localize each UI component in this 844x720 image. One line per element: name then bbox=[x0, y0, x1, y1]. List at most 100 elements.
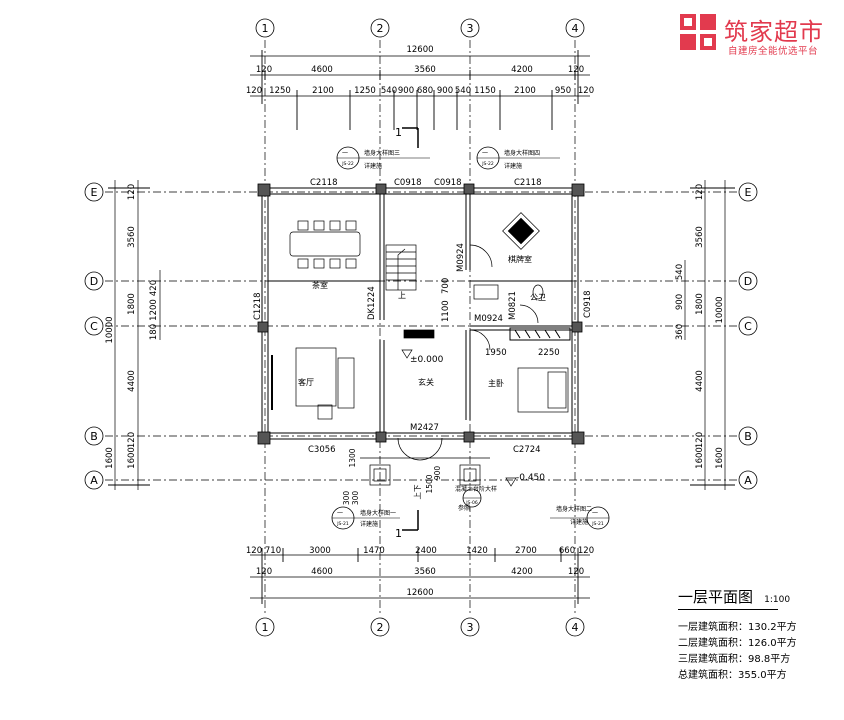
area-line: 二层建筑面积：126.0平方 bbox=[678, 638, 797, 649]
dim-detail: 2100 bbox=[312, 86, 334, 96]
dim-detail: 2700 bbox=[515, 546, 537, 556]
window-label: C0918 bbox=[394, 178, 422, 188]
axis-label: 2 bbox=[377, 22, 384, 35]
dim-detail: 1150 bbox=[474, 86, 496, 96]
dim-edge: 120 bbox=[568, 567, 584, 577]
window-label: C2118 bbox=[310, 178, 338, 188]
entry-dim: 300 bbox=[351, 491, 360, 506]
dim-depth: 1600 bbox=[695, 447, 705, 469]
door-label: 1950 bbox=[485, 348, 507, 358]
dim-small: 120 bbox=[127, 432, 137, 448]
callout-label: 参照 bbox=[458, 504, 470, 512]
dim-detail: 540 bbox=[455, 86, 471, 96]
dim-depth: 1600 bbox=[127, 447, 137, 469]
area-legend: 一层平面图 1:100 一层建筑面积：130.2平方 二层建筑面积：126.0平… bbox=[678, 586, 838, 684]
brand-logo: 筑家超市 自建房全能优选平台 bbox=[678, 10, 840, 60]
callout-dash: 一 bbox=[337, 510, 343, 517]
callout-ref: JS-22 bbox=[481, 161, 494, 167]
entry-dim: 900 bbox=[433, 466, 442, 481]
dim-bay: 3560 bbox=[414, 567, 436, 577]
area-line: 三层建筑面积：98.8平方 bbox=[678, 654, 791, 665]
dim-small: 120 bbox=[695, 184, 705, 200]
dim-detail: 1470 bbox=[363, 546, 385, 556]
dim-detail: 2100 bbox=[514, 86, 536, 96]
dim-detail: 120 bbox=[246, 86, 262, 96]
level-label: -0.450 bbox=[516, 473, 545, 483]
window-label: C0918 bbox=[583, 290, 593, 318]
drawing-scale: 1:100 bbox=[764, 595, 791, 605]
room-label: 玄关 bbox=[418, 377, 434, 387]
dim-edge: 120 bbox=[256, 567, 272, 577]
axis-label: D bbox=[744, 275, 752, 288]
dim-small: 540 bbox=[675, 264, 685, 280]
callout-label: 详建施 bbox=[360, 520, 378, 528]
callout-label: 墙身大样图三 bbox=[364, 149, 400, 157]
area-line: 总建筑面积：355.0平方 bbox=[678, 670, 787, 681]
dim-total: 10000 bbox=[105, 316, 115, 343]
title-underline bbox=[678, 609, 778, 610]
dim-depth: 4400 bbox=[695, 370, 705, 392]
dim-detail: 1420 bbox=[466, 546, 488, 556]
callout-dash: 一 bbox=[592, 510, 598, 517]
dim-detail: 2400 bbox=[415, 546, 437, 556]
room-label: 客厅 bbox=[298, 377, 314, 387]
callout-ref: JS-22 bbox=[341, 161, 354, 167]
axis-label: 4 bbox=[572, 621, 579, 634]
dim-detail: 900 bbox=[398, 86, 414, 96]
dim-depth: 1800 bbox=[695, 293, 705, 315]
dim-bay: 3560 bbox=[414, 65, 436, 75]
door-label: 700 bbox=[441, 278, 451, 294]
dim-bay: 4600 bbox=[311, 567, 333, 577]
axis-label: 3 bbox=[467, 22, 474, 35]
dim-small: 1600 bbox=[105, 447, 115, 469]
window-label: C2118 bbox=[514, 178, 542, 188]
entry-label: 上下 bbox=[413, 484, 422, 499]
room-label: 棋牌室 bbox=[508, 254, 532, 264]
dim-detail: 540 bbox=[381, 86, 397, 96]
section-mark: 1 bbox=[395, 527, 402, 540]
dim-small: 360 bbox=[675, 324, 685, 340]
logo-mark-icon bbox=[680, 14, 716, 50]
axis-label: 2 bbox=[377, 621, 384, 634]
entry-dim: 1500 bbox=[425, 474, 434, 493]
dim-detail: 710 bbox=[265, 546, 281, 556]
window-label: C2724 bbox=[513, 445, 541, 455]
room-label: 主卧 bbox=[488, 378, 504, 388]
callout-label: 详建施 bbox=[364, 162, 382, 170]
dim-small: 1600 bbox=[715, 447, 725, 469]
door-label: M0821 bbox=[508, 291, 518, 320]
dim-small: 900 bbox=[675, 294, 685, 310]
window-label: C1218 bbox=[253, 292, 263, 320]
axis-label: E bbox=[745, 186, 752, 199]
logo-slogan: 自建房全能优选平台 bbox=[728, 46, 819, 57]
door-label: DK1224 bbox=[367, 286, 377, 320]
area-line: 一层建筑面积：130.2平方 bbox=[678, 622, 797, 633]
dim-depth: 4400 bbox=[127, 370, 137, 392]
dim-detail: 120 bbox=[578, 86, 594, 96]
dim-small: 180 bbox=[149, 324, 159, 340]
entry-dim: 1300 bbox=[348, 448, 357, 467]
dim-detail: 660 bbox=[559, 546, 575, 556]
axis-label: 1 bbox=[262, 22, 269, 35]
axis-label: B bbox=[90, 430, 98, 443]
callout-label: 墙身大样图一 bbox=[360, 509, 396, 517]
dim-depth: 3560 bbox=[127, 226, 137, 248]
dim-detail: 1250 bbox=[269, 86, 291, 96]
door-label: M0924 bbox=[456, 243, 466, 272]
callout-label: 详建施 bbox=[570, 518, 588, 526]
level-label: ±0.000 bbox=[410, 355, 444, 365]
callout-label: 混凝土台阶大样 bbox=[455, 485, 497, 493]
callout-dash: 一 bbox=[482, 150, 488, 157]
axis-label: A bbox=[744, 474, 752, 487]
dim-detail: 680 bbox=[417, 86, 433, 96]
dim-bay: 4600 bbox=[311, 65, 333, 75]
dim-edge: 120 bbox=[568, 65, 584, 75]
dim-detail: 900 bbox=[437, 86, 453, 96]
dim-edge: 120 bbox=[256, 65, 272, 75]
callout-ref: JS-21 bbox=[591, 521, 604, 527]
callout-ref: JS-06 bbox=[465, 500, 478, 506]
axis-label: 3 bbox=[467, 621, 474, 634]
dim-small: 120 bbox=[695, 432, 705, 448]
dim-detail: 1250 bbox=[354, 86, 376, 96]
